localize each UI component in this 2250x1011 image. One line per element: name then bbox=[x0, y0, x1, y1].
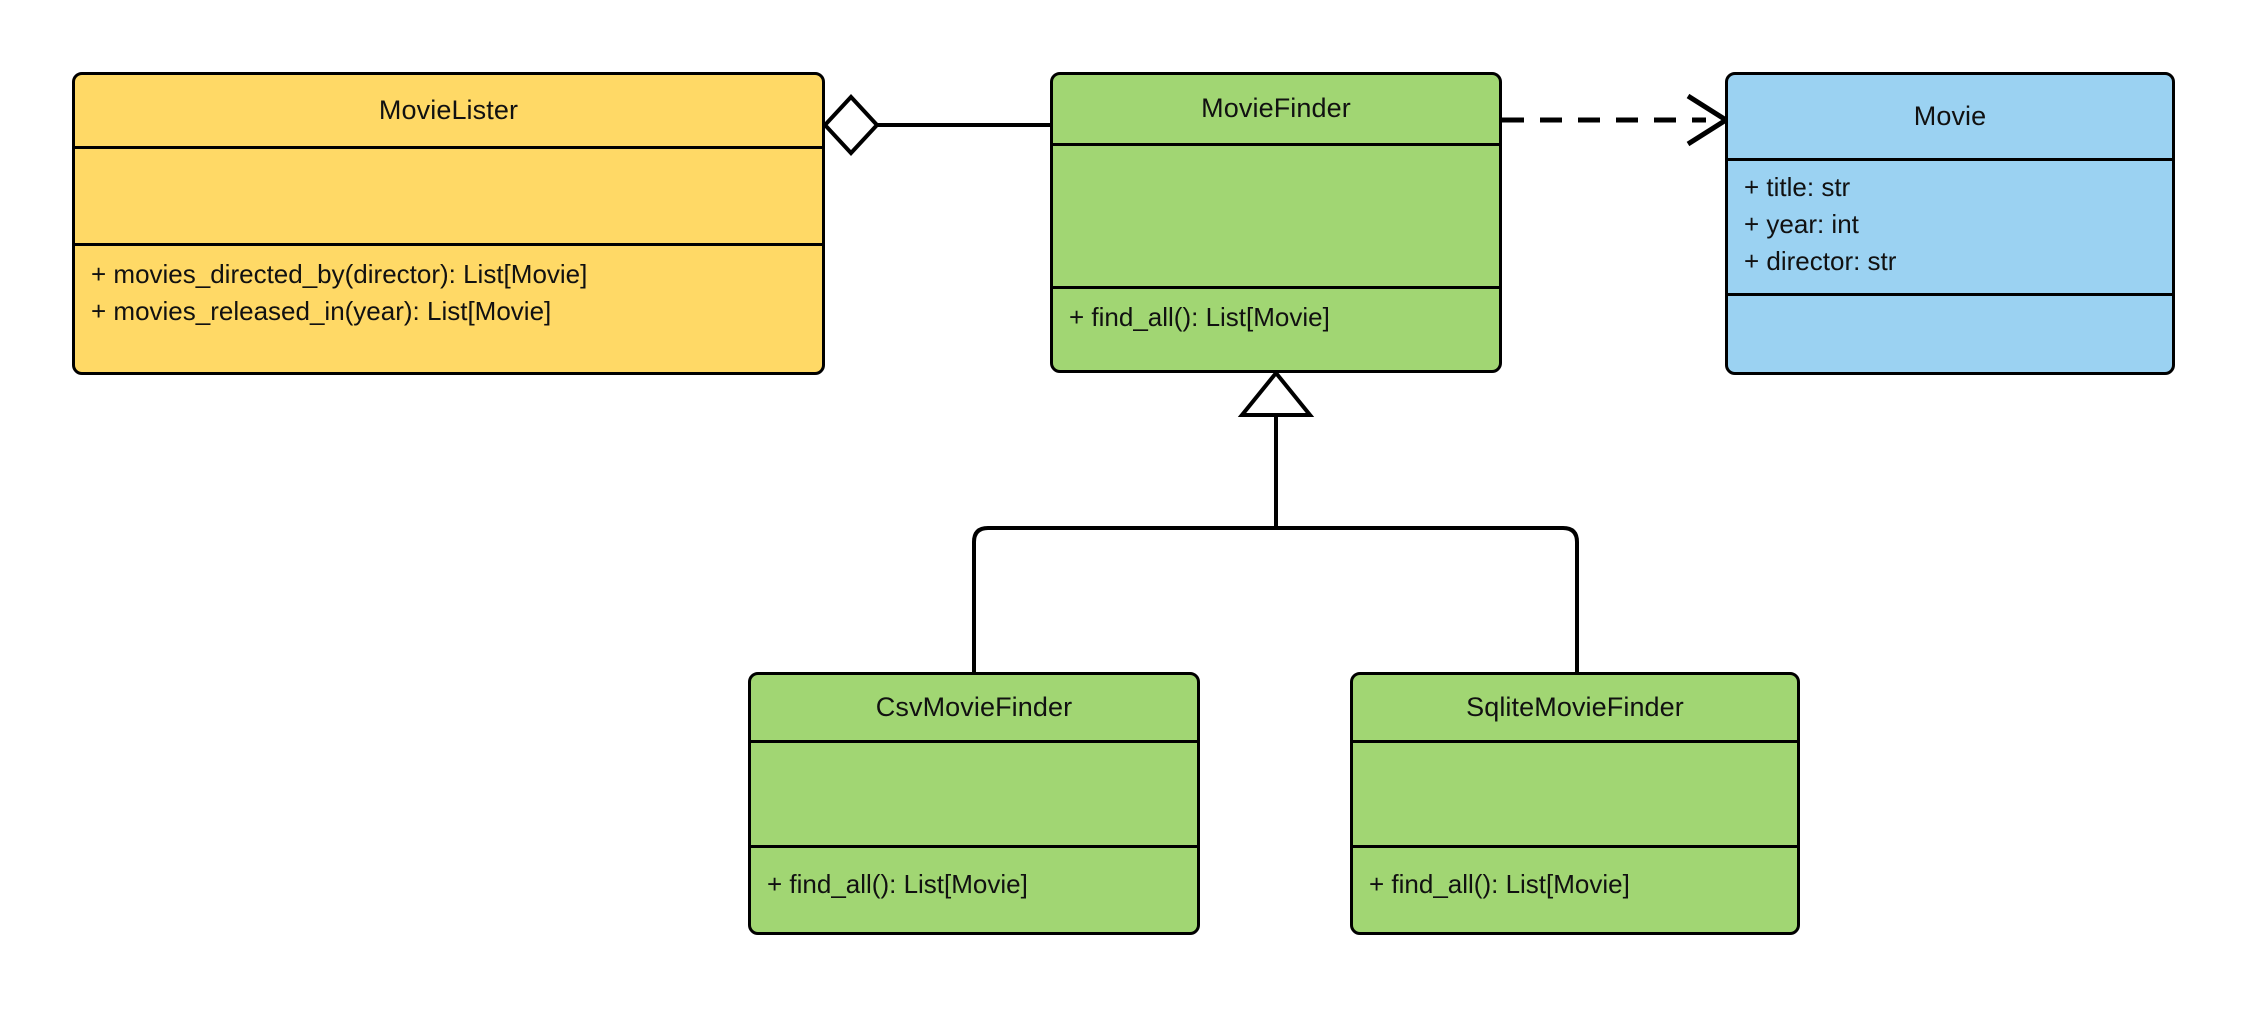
class-methods-movie-lister: + movies_directed_by(director): List[Mov… bbox=[75, 243, 822, 372]
attribute-item: + title: str bbox=[1744, 172, 1851, 202]
class-name-movie-finder: MovieFinder bbox=[1053, 75, 1499, 143]
method-item: + find_all(): List[Movie] bbox=[1069, 302, 1330, 332]
hollow-diamond-icon bbox=[822, 94, 880, 156]
class-methods-movie bbox=[1728, 293, 2172, 372]
class-title-text: CsvMovieFinder bbox=[875, 691, 1073, 722]
class-box-movie-finder[interactable]: MovieFinder + find_all(): List[Movie] bbox=[1050, 72, 1502, 373]
class-title-text: MovieLister bbox=[378, 94, 519, 125]
class-name-movie: Movie bbox=[1728, 75, 2172, 158]
class-name-movie-lister: MovieLister bbox=[75, 75, 822, 146]
class-box-csv-movie-finder[interactable]: CsvMovieFinder + find_all(): List[Movie] bbox=[748, 672, 1200, 935]
class-title-text: MovieFinder bbox=[1201, 93, 1351, 124]
class-methods-sqlite-movie-finder: + find_all(): List[Movie] bbox=[1353, 845, 1797, 932]
class-name-csv-movie-finder: CsvMovieFinder bbox=[751, 675, 1197, 740]
attribute-item: + director: str bbox=[1744, 245, 1897, 276]
class-attributes-csv-movie-finder bbox=[751, 740, 1197, 845]
generalization-tree bbox=[972, 369, 1579, 672]
class-box-sqlite-movie-finder[interactable]: SqliteMovieFinder + find_all(): List[Mov… bbox=[1350, 672, 1800, 935]
open-arrow-icon bbox=[1686, 93, 1731, 147]
hollow-triangle-icon bbox=[1237, 369, 1315, 417]
class-name-sqlite-movie-finder: SqliteMovieFinder bbox=[1353, 675, 1797, 740]
class-title-text: SqliteMovieFinder bbox=[1466, 691, 1684, 722]
class-attributes-movie-lister bbox=[75, 146, 822, 243]
class-attributes-movie-finder bbox=[1053, 143, 1499, 286]
class-attributes-movie: + title: str + year: int + director: str bbox=[1728, 158, 2172, 293]
class-attributes-sqlite-movie-finder bbox=[1353, 740, 1797, 845]
method-item: + movies_released_in(year): List[Movie] bbox=[91, 295, 552, 326]
class-methods-movie-finder: + find_all(): List[Movie] bbox=[1053, 286, 1499, 370]
class-methods-csv-movie-finder: + find_all(): List[Movie] bbox=[751, 845, 1197, 932]
attribute-item: + year: int bbox=[1744, 208, 1859, 239]
method-item: + movies_directed_by(director): List[Mov… bbox=[91, 259, 588, 289]
class-title-text: Movie bbox=[1913, 100, 1987, 131]
class-box-movie-lister[interactable]: MovieLister + movies_directed_by(directo… bbox=[72, 72, 825, 375]
aggregation-lister-finder bbox=[822, 94, 1050, 156]
method-item: + find_all(): List[Movie] bbox=[767, 869, 1028, 899]
dependency-finder-movie bbox=[1502, 93, 1731, 147]
class-box-movie[interactable]: Movie + title: str + year: int + directo… bbox=[1725, 72, 2175, 375]
method-item: + find_all(): List[Movie] bbox=[1369, 869, 1630, 899]
